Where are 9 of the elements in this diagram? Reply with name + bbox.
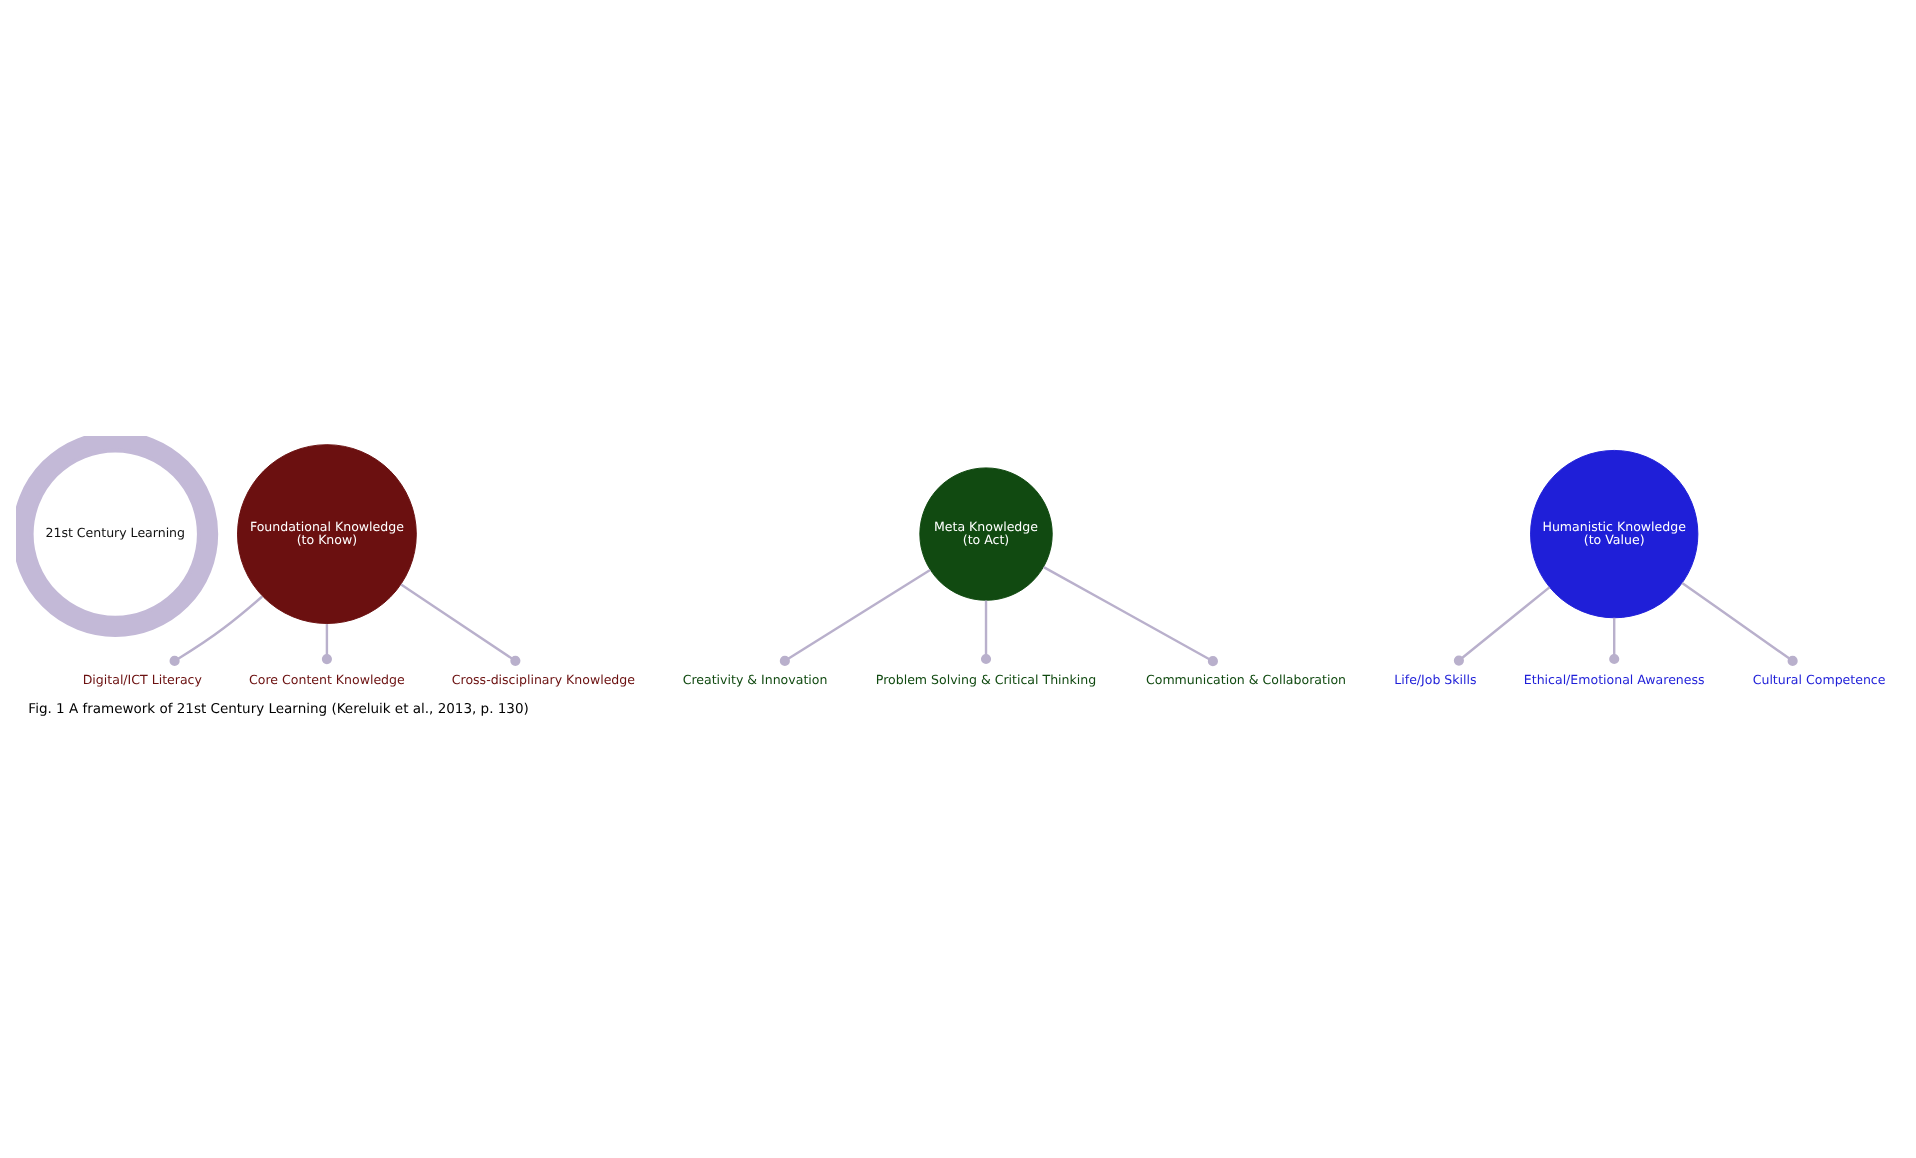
- connector: [321, 623, 332, 664]
- connector: [169, 594, 263, 665]
- connector: [1453, 585, 1551, 665]
- connector: [980, 599, 992, 664]
- connector: [779, 568, 931, 665]
- connector: [1043, 565, 1218, 666]
- connector: [1609, 616, 1620, 664]
- connector: [1681, 581, 1798, 665]
- connector: [400, 582, 521, 665]
